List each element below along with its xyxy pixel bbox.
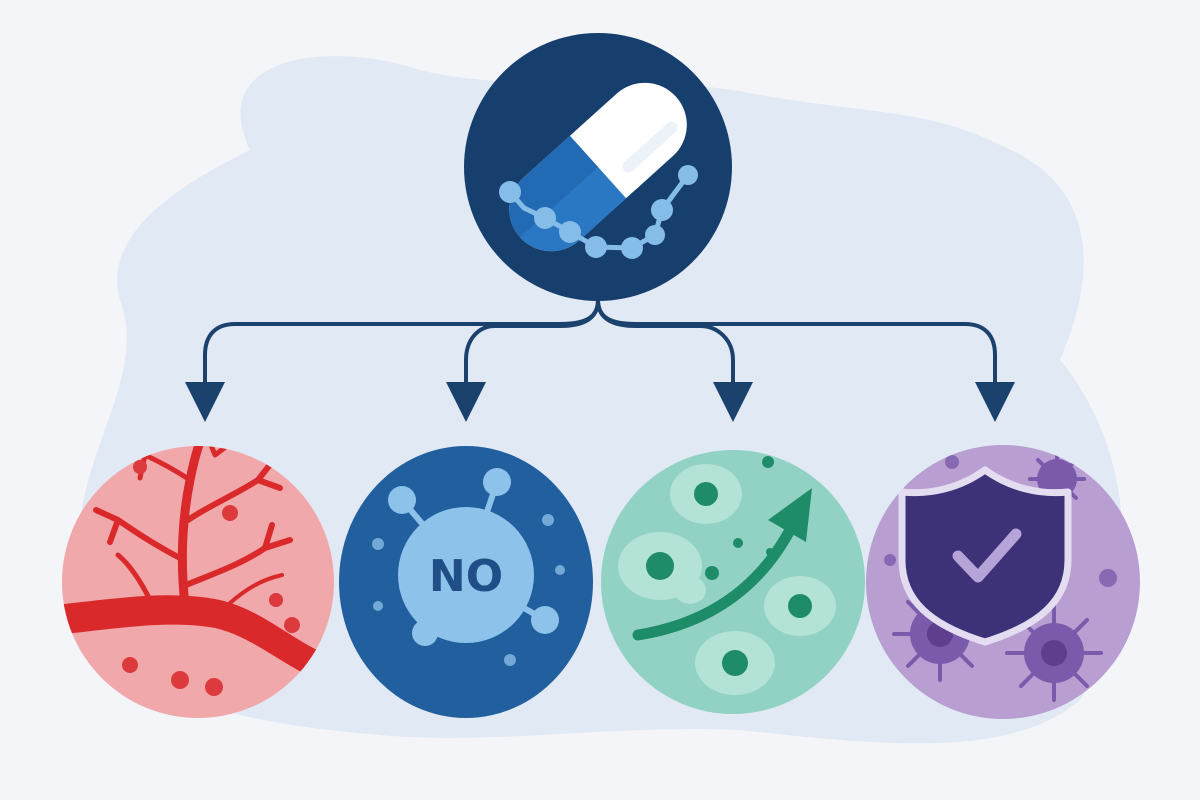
no-label: NO	[429, 551, 503, 602]
nitric-oxide-molecule-icon: NO	[372, 468, 565, 666]
arrow-to-immune-defense	[596, 298, 1015, 422]
cells-with-up-arrow-icon	[618, 456, 836, 695]
source-node	[464, 33, 732, 301]
effect-node-nitric-oxide: NO	[339, 446, 593, 718]
effect-node-blood-vessels	[62, 446, 334, 718]
branch-arrows	[185, 298, 1015, 422]
virus-icon	[1005, 604, 1103, 702]
capsule-with-molecule-chain-icon	[499, 82, 698, 259]
arrow-to-nitric-oxide	[446, 298, 600, 422]
checkmark-icon	[952, 528, 1022, 583]
effect-node-immune-defense	[866, 445, 1140, 719]
effect-node-cell-growth	[601, 450, 865, 714]
shield-check-with-viruses-icon	[884, 450, 1117, 702]
shield-icon	[898, 466, 1072, 646]
